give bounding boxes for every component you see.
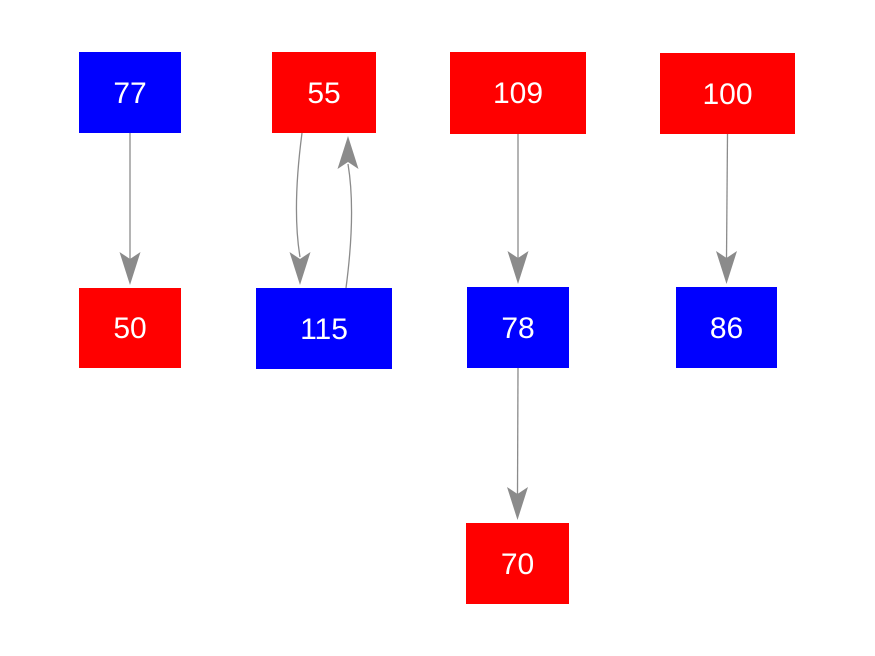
node-label-109: 109: [492, 77, 544, 110]
node-77[interactable]: 77: [79, 52, 181, 133]
node-100[interactable]: 100: [660, 53, 795, 134]
node-86[interactable]: 86: [676, 287, 777, 368]
node-70[interactable]: 70: [466, 523, 569, 604]
node-label-50: 50: [113, 312, 147, 345]
node-label-100: 100: [702, 77, 753, 111]
node-label-115: 115: [300, 312, 348, 346]
node-78[interactable]: 78: [467, 287, 569, 368]
node-label-86: 86: [709, 311, 744, 345]
node-label-78: 78: [501, 311, 535, 345]
node-label-55: 55: [307, 76, 341, 110]
node-109[interactable]: 109: [450, 52, 586, 134]
node-115[interactable]: 115: [256, 288, 392, 369]
node-55[interactable]: 55: [272, 52, 376, 133]
node-label-77: 77: [113, 76, 147, 110]
node-50[interactable]: 50: [79, 288, 181, 368]
node-label-70: 70: [500, 547, 535, 581]
